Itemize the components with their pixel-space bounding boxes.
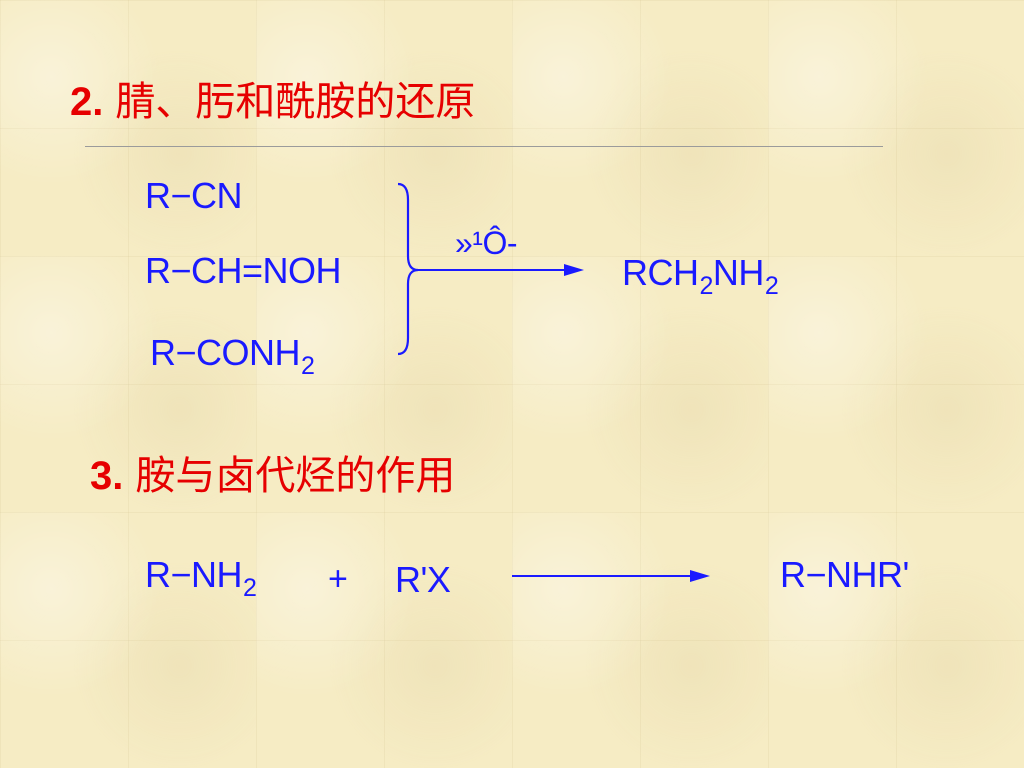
product-part-a: RCH: [622, 252, 699, 293]
product-subscript-2: 2: [764, 272, 779, 300]
reagent-label: »¹Ô-: [455, 225, 518, 261]
reaction-brace-arrow: [397, 182, 584, 356]
section-2-number: 2.: [70, 80, 104, 124]
amine-main: R−NH: [145, 554, 243, 595]
section-2-title: 腈、肟和酰胺的还原: [115, 79, 476, 125]
amide-main: R−CONH: [150, 332, 301, 373]
section-3-title: 胺与卤代烃的作用: [135, 453, 456, 499]
reactant-amide: R−CONH2: [150, 332, 315, 379]
section-3-number: 3.: [90, 454, 124, 498]
amine-subscript: 2: [243, 574, 257, 602]
reactant-primary-amine: R−NH2: [145, 554, 257, 601]
section-2-heading: 2.腈、肟和酰胺的还原: [70, 82, 475, 122]
reactant-oxime: R−CH=NOH: [145, 250, 342, 291]
reactant-alkyl-halide: R'X: [395, 559, 451, 600]
amide-subscript: 2: [301, 352, 315, 380]
product-secondary-amine: R−NHR': [780, 554, 909, 595]
product-subscript-1: 2: [699, 272, 714, 300]
grouping-brace: [397, 182, 419, 356]
reaction-arrow-2: [512, 570, 710, 582]
product-part-b: NH: [712, 252, 765, 293]
section-3-heading: 3.胺与卤代烃的作用: [90, 456, 455, 496]
plus-sign: +: [328, 560, 348, 598]
product-amine: RCH2NH2: [622, 252, 779, 299]
reaction-arrow-2-head: [690, 570, 710, 582]
reactant-nitrile: R−CN: [145, 175, 243, 216]
reaction-arrow-head: [564, 264, 584, 276]
heading-divider: [85, 146, 883, 147]
